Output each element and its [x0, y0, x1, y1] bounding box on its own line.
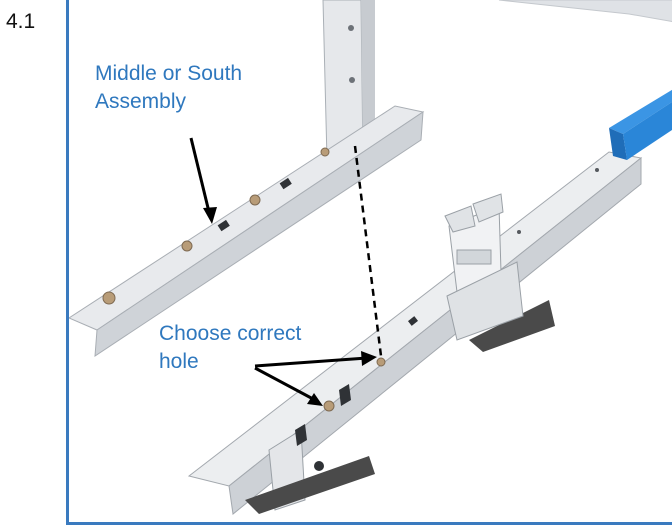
left-rail-side [94, 111, 424, 357]
block-hole [314, 461, 324, 471]
blue-clamp-front [623, 101, 672, 160]
callout-hole-line2: hole [159, 350, 199, 373]
left-rail-top [69, 105, 425, 331]
arrow-head-icon [203, 207, 217, 224]
correct-hole [376, 357, 386, 367]
post-hole [349, 77, 355, 83]
callout-assembly: Middle or South Assembly [95, 60, 242, 116]
post-hole [348, 25, 354, 31]
foot-pad-near [245, 456, 375, 514]
rail-hole [517, 230, 521, 234]
rail-slot [408, 316, 418, 326]
vertical-post-side [361, 0, 375, 160]
foot-block [446, 261, 524, 341]
bracket-top [444, 205, 476, 233]
rail-hole [320, 147, 330, 157]
panel-edge [498, 0, 672, 22]
foot-pad [469, 300, 555, 352]
rail-hole [595, 168, 599, 172]
arrow-hole-upper [254, 356, 368, 368]
step-number: 4.1 [6, 10, 36, 33]
rail-slot [339, 384, 351, 406]
assembly-illustration [69, 0, 672, 515]
bracket-clip [456, 249, 492, 265]
blue-clamp-side [609, 128, 627, 160]
arrow-hole-lower [254, 366, 316, 402]
arrow-head-icon [307, 393, 323, 406]
rail-hole [249, 194, 261, 206]
rail-hole [102, 291, 116, 305]
correct-hole [323, 400, 335, 412]
rail-hole [181, 240, 193, 252]
callout-hole: Choose correct hole [159, 320, 301, 376]
right-rail-side [228, 156, 642, 515]
rail-slot [217, 219, 230, 232]
callout-hole-line1: Choose correct [159, 322, 302, 345]
blue-clamp-top [609, 89, 672, 134]
assembly-figure: Middle or South Assembly Choose correct … [66, 0, 672, 525]
bracket-top [472, 193, 504, 223]
rail-slot [295, 424, 307, 446]
callout-assembly-line1: Middle or South [95, 62, 243, 85]
rail-slot [279, 177, 292, 190]
callout-assembly-line2: Assembly [95, 90, 187, 113]
arrow-assembly [189, 137, 211, 213]
arrow-head-icon [361, 351, 377, 366]
